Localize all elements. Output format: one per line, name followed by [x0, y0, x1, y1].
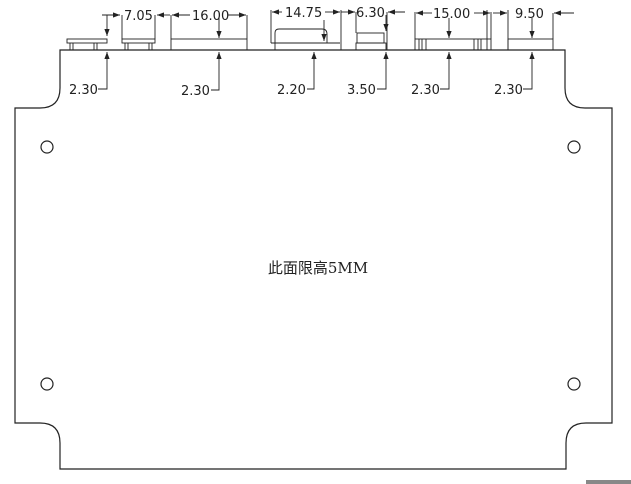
dimension-width-label: 9.50: [515, 7, 544, 22]
connector-1: [66, 38, 108, 50]
connector-2: [121, 38, 156, 50]
dimension-height-label: 2.30: [181, 84, 210, 99]
dimension-height-label: 2.20: [277, 83, 306, 98]
connector-3: [170, 38, 248, 51]
dimension-width-label: 14.75: [285, 6, 322, 21]
dimension-height-label: 2.30: [411, 83, 440, 98]
dimension-width-label: 15.00: [433, 7, 470, 22]
connector-7: [507, 38, 554, 51]
dimension-height-label: 2.30: [494, 83, 523, 98]
connector-4: [271, 10, 342, 50]
dimension-width-label: 6.30: [356, 6, 385, 21]
dimension-height-label: 2.30: [69, 83, 98, 98]
mounting-hole: [40, 377, 54, 391]
mounting-hole: [567, 140, 581, 154]
board-outline: [14, 49, 613, 470]
mounting-hole: [40, 140, 54, 154]
corner-marker: [586, 480, 631, 484]
height-limit-note: 此面限高5MM: [268, 259, 368, 277]
dimension-height-label: 3.50: [347, 83, 376, 98]
dimension-width-label: 16.00: [192, 9, 229, 24]
connector-6: [414, 10, 509, 51]
mounting-hole: [567, 377, 581, 391]
dimension-width-label: 7.05: [124, 9, 153, 24]
connector-5: [355, 32, 387, 51]
